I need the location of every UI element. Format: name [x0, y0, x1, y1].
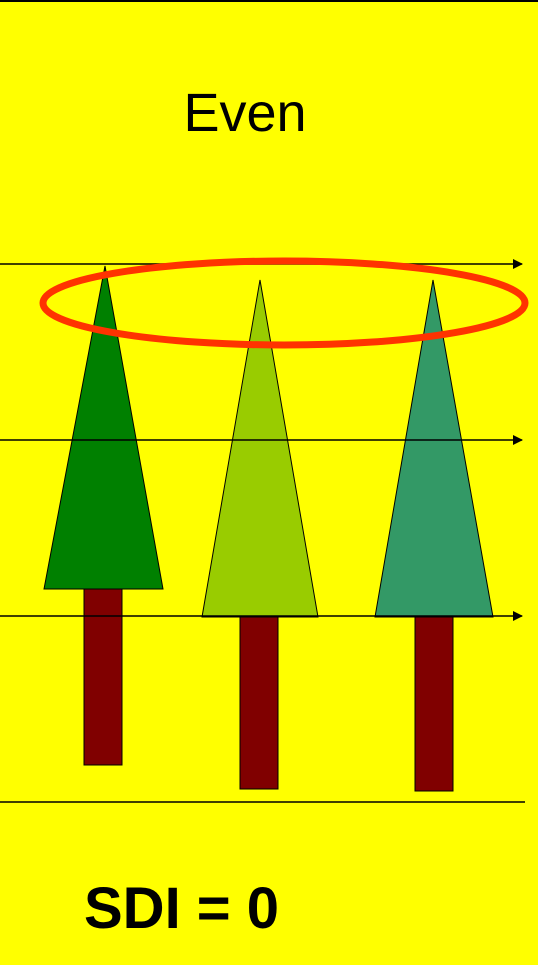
tree-1-crown — [44, 266, 163, 589]
tree-3-trunk — [415, 617, 453, 791]
tree-3 — [375, 280, 493, 791]
sdi-formula: SDI = 0 — [84, 875, 279, 942]
tree-2 — [202, 280, 318, 789]
title: Even — [0, 82, 490, 144]
tree-2-crown — [202, 280, 318, 617]
canopy-highlight-ellipse — [43, 261, 525, 345]
tree-2-trunk — [240, 617, 278, 789]
